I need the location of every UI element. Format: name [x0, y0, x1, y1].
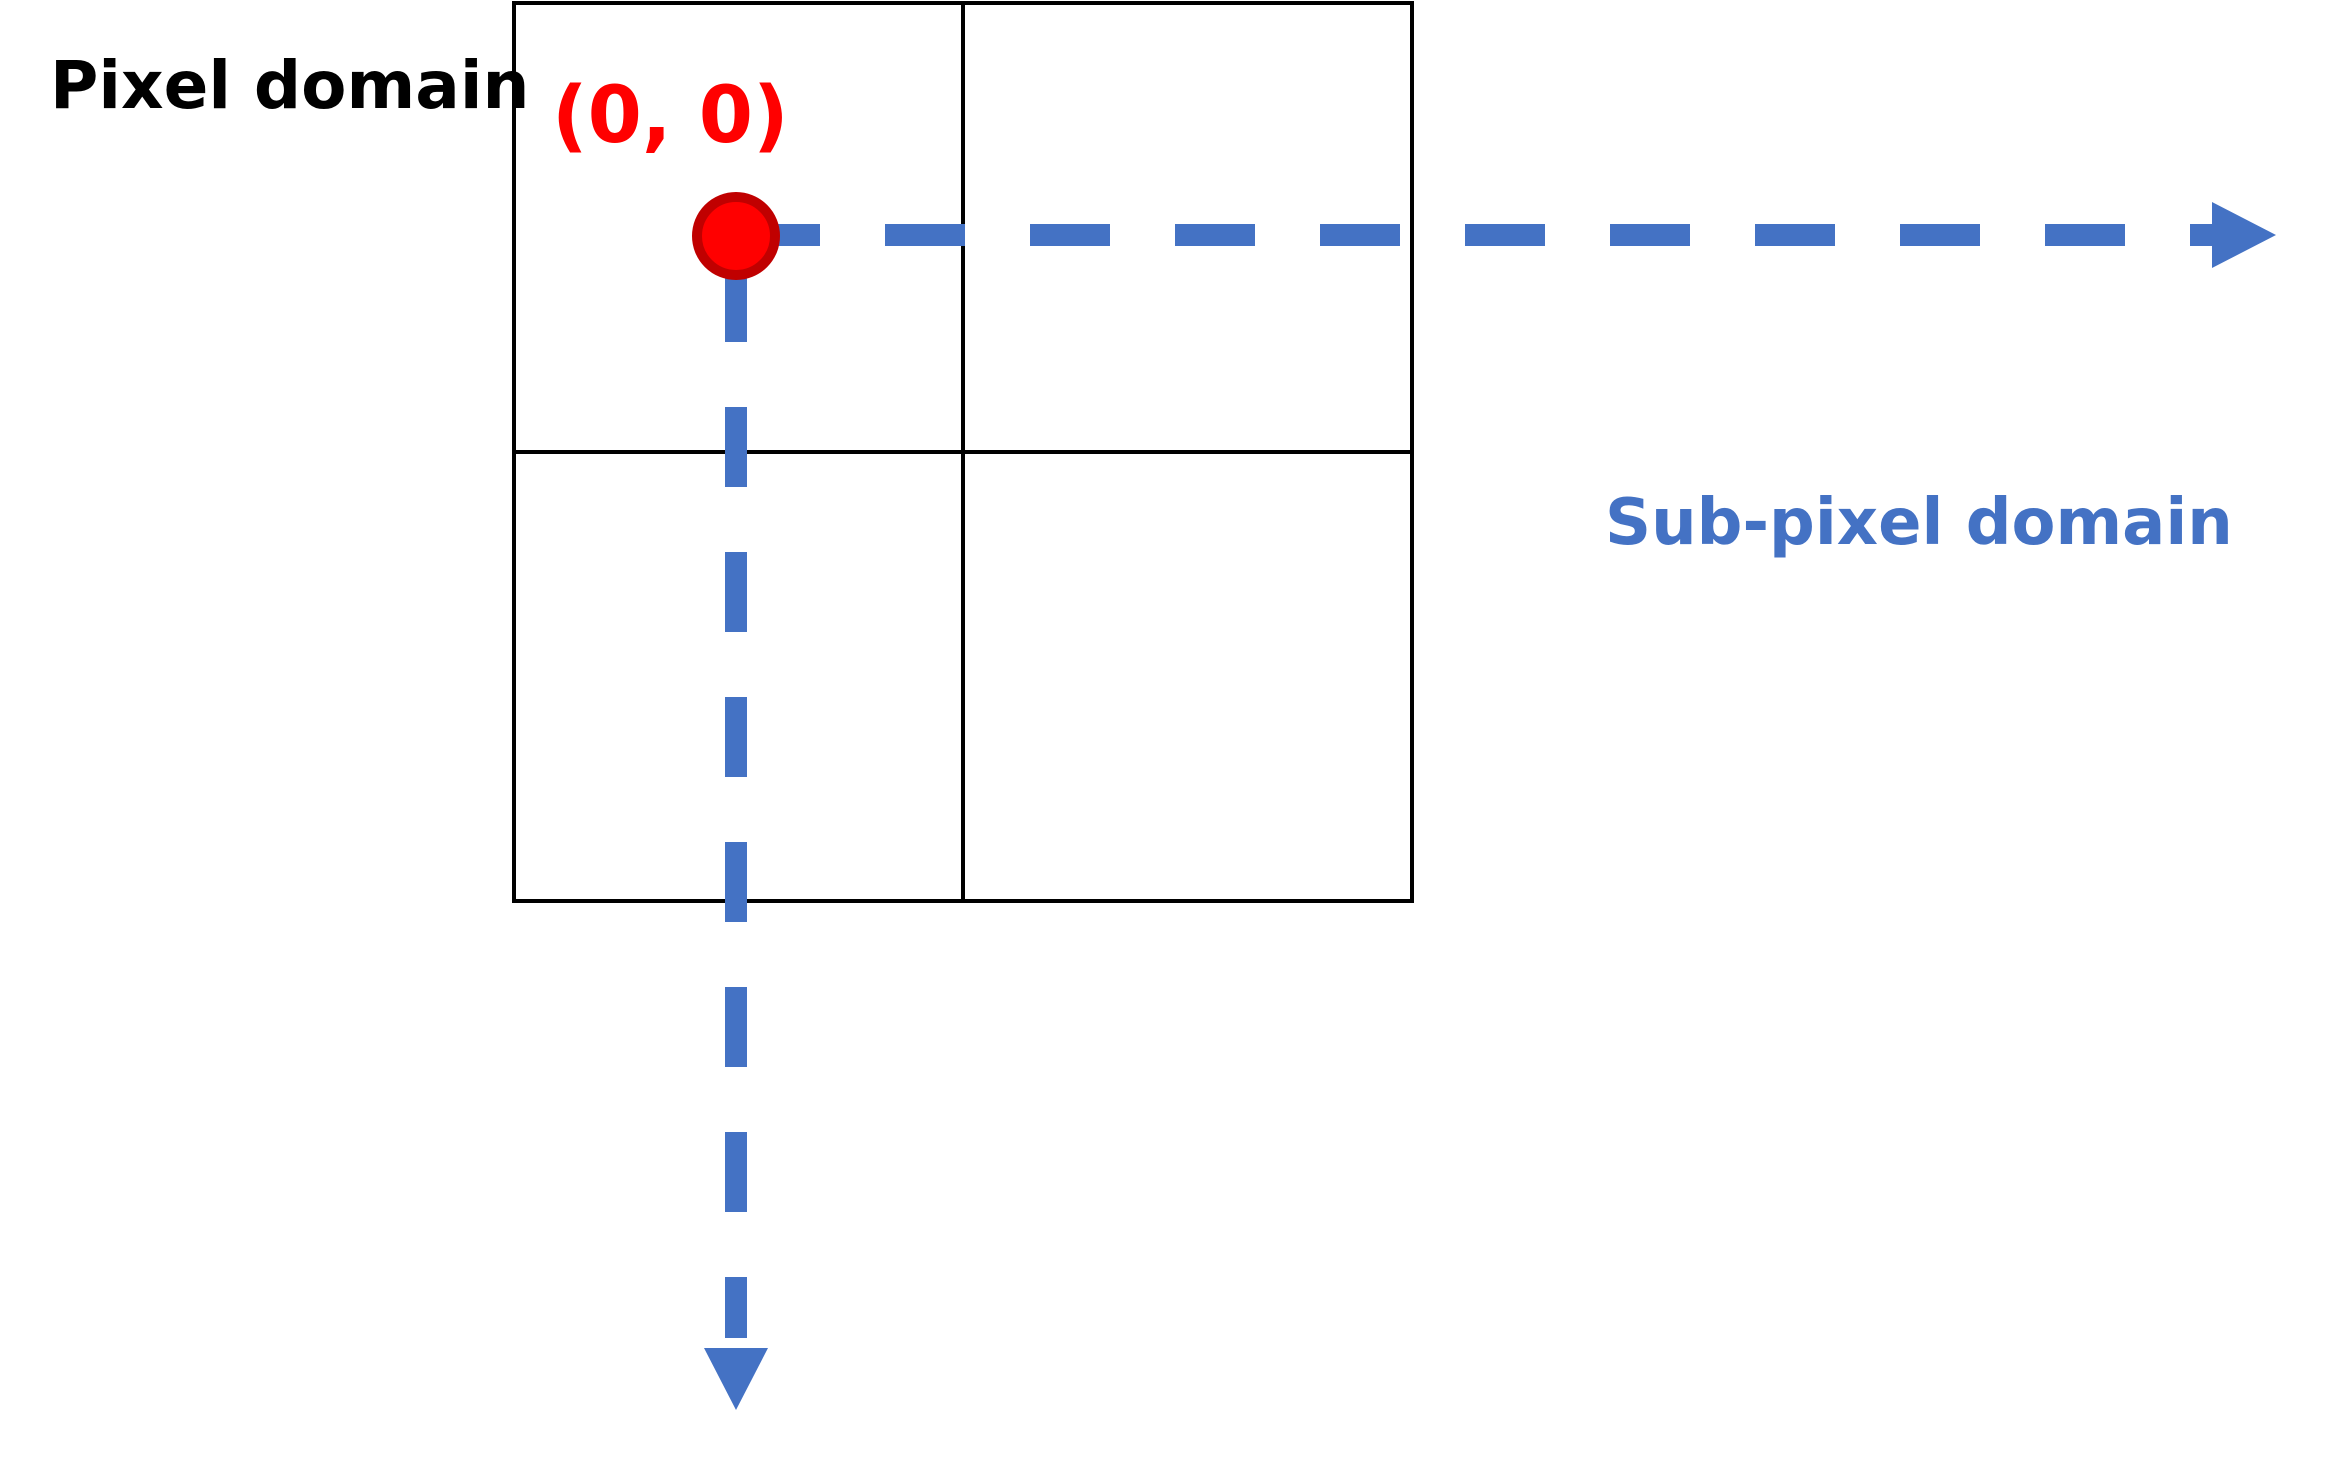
subpixel-y-axis-arrowhead	[704, 1348, 768, 1410]
origin-label: (0, 0)	[552, 71, 789, 161]
pixel-grid	[512, 1, 1414, 903]
subpixel-y-axis	[704, 262, 768, 1410]
pixel-domain-label: Pixel domain	[50, 47, 529, 124]
subpixel-x-axis	[740, 202, 2276, 268]
subpixel-x-axis-arrowhead	[2212, 202, 2276, 268]
subpixel-domain-label: Sub-pixel domain	[1605, 486, 2233, 560]
origin-point	[692, 192, 780, 280]
